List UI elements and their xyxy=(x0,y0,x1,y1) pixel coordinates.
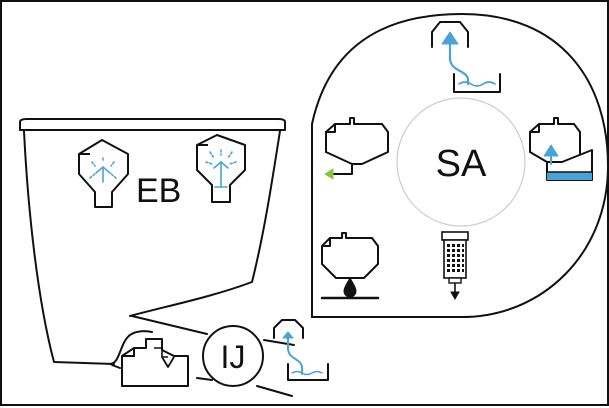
tank-drop-icon xyxy=(320,232,380,300)
filter-cartridge-icon xyxy=(441,231,469,301)
sa-label: SA xyxy=(436,143,487,185)
water-supply-icon xyxy=(431,21,501,93)
sa-panel: SA xyxy=(311,12,609,318)
eb-unit xyxy=(19,118,295,397)
eb-top-slab xyxy=(19,118,286,131)
tank-fill-icon xyxy=(529,117,593,181)
water-supply-small-icon xyxy=(273,319,329,381)
sa-inner-circle xyxy=(396,97,526,227)
pipe-line-lower xyxy=(109,330,153,365)
pipe-line-bottom xyxy=(111,364,121,369)
tank-spray-nozzle-icon xyxy=(196,134,246,203)
tank-spray-icon xyxy=(78,139,129,208)
pipe-line-upper xyxy=(131,315,208,335)
eb-body xyxy=(23,130,281,365)
eb-label: EB xyxy=(136,172,181,210)
ij-badge: IJ xyxy=(202,325,264,387)
tank-drain-icon xyxy=(324,117,389,180)
pipe-line-right-lower xyxy=(196,377,293,397)
small-tank-arrow-icon xyxy=(121,338,189,387)
ij-label: IJ xyxy=(221,339,246,375)
pipe-line-right-upper xyxy=(263,339,295,346)
